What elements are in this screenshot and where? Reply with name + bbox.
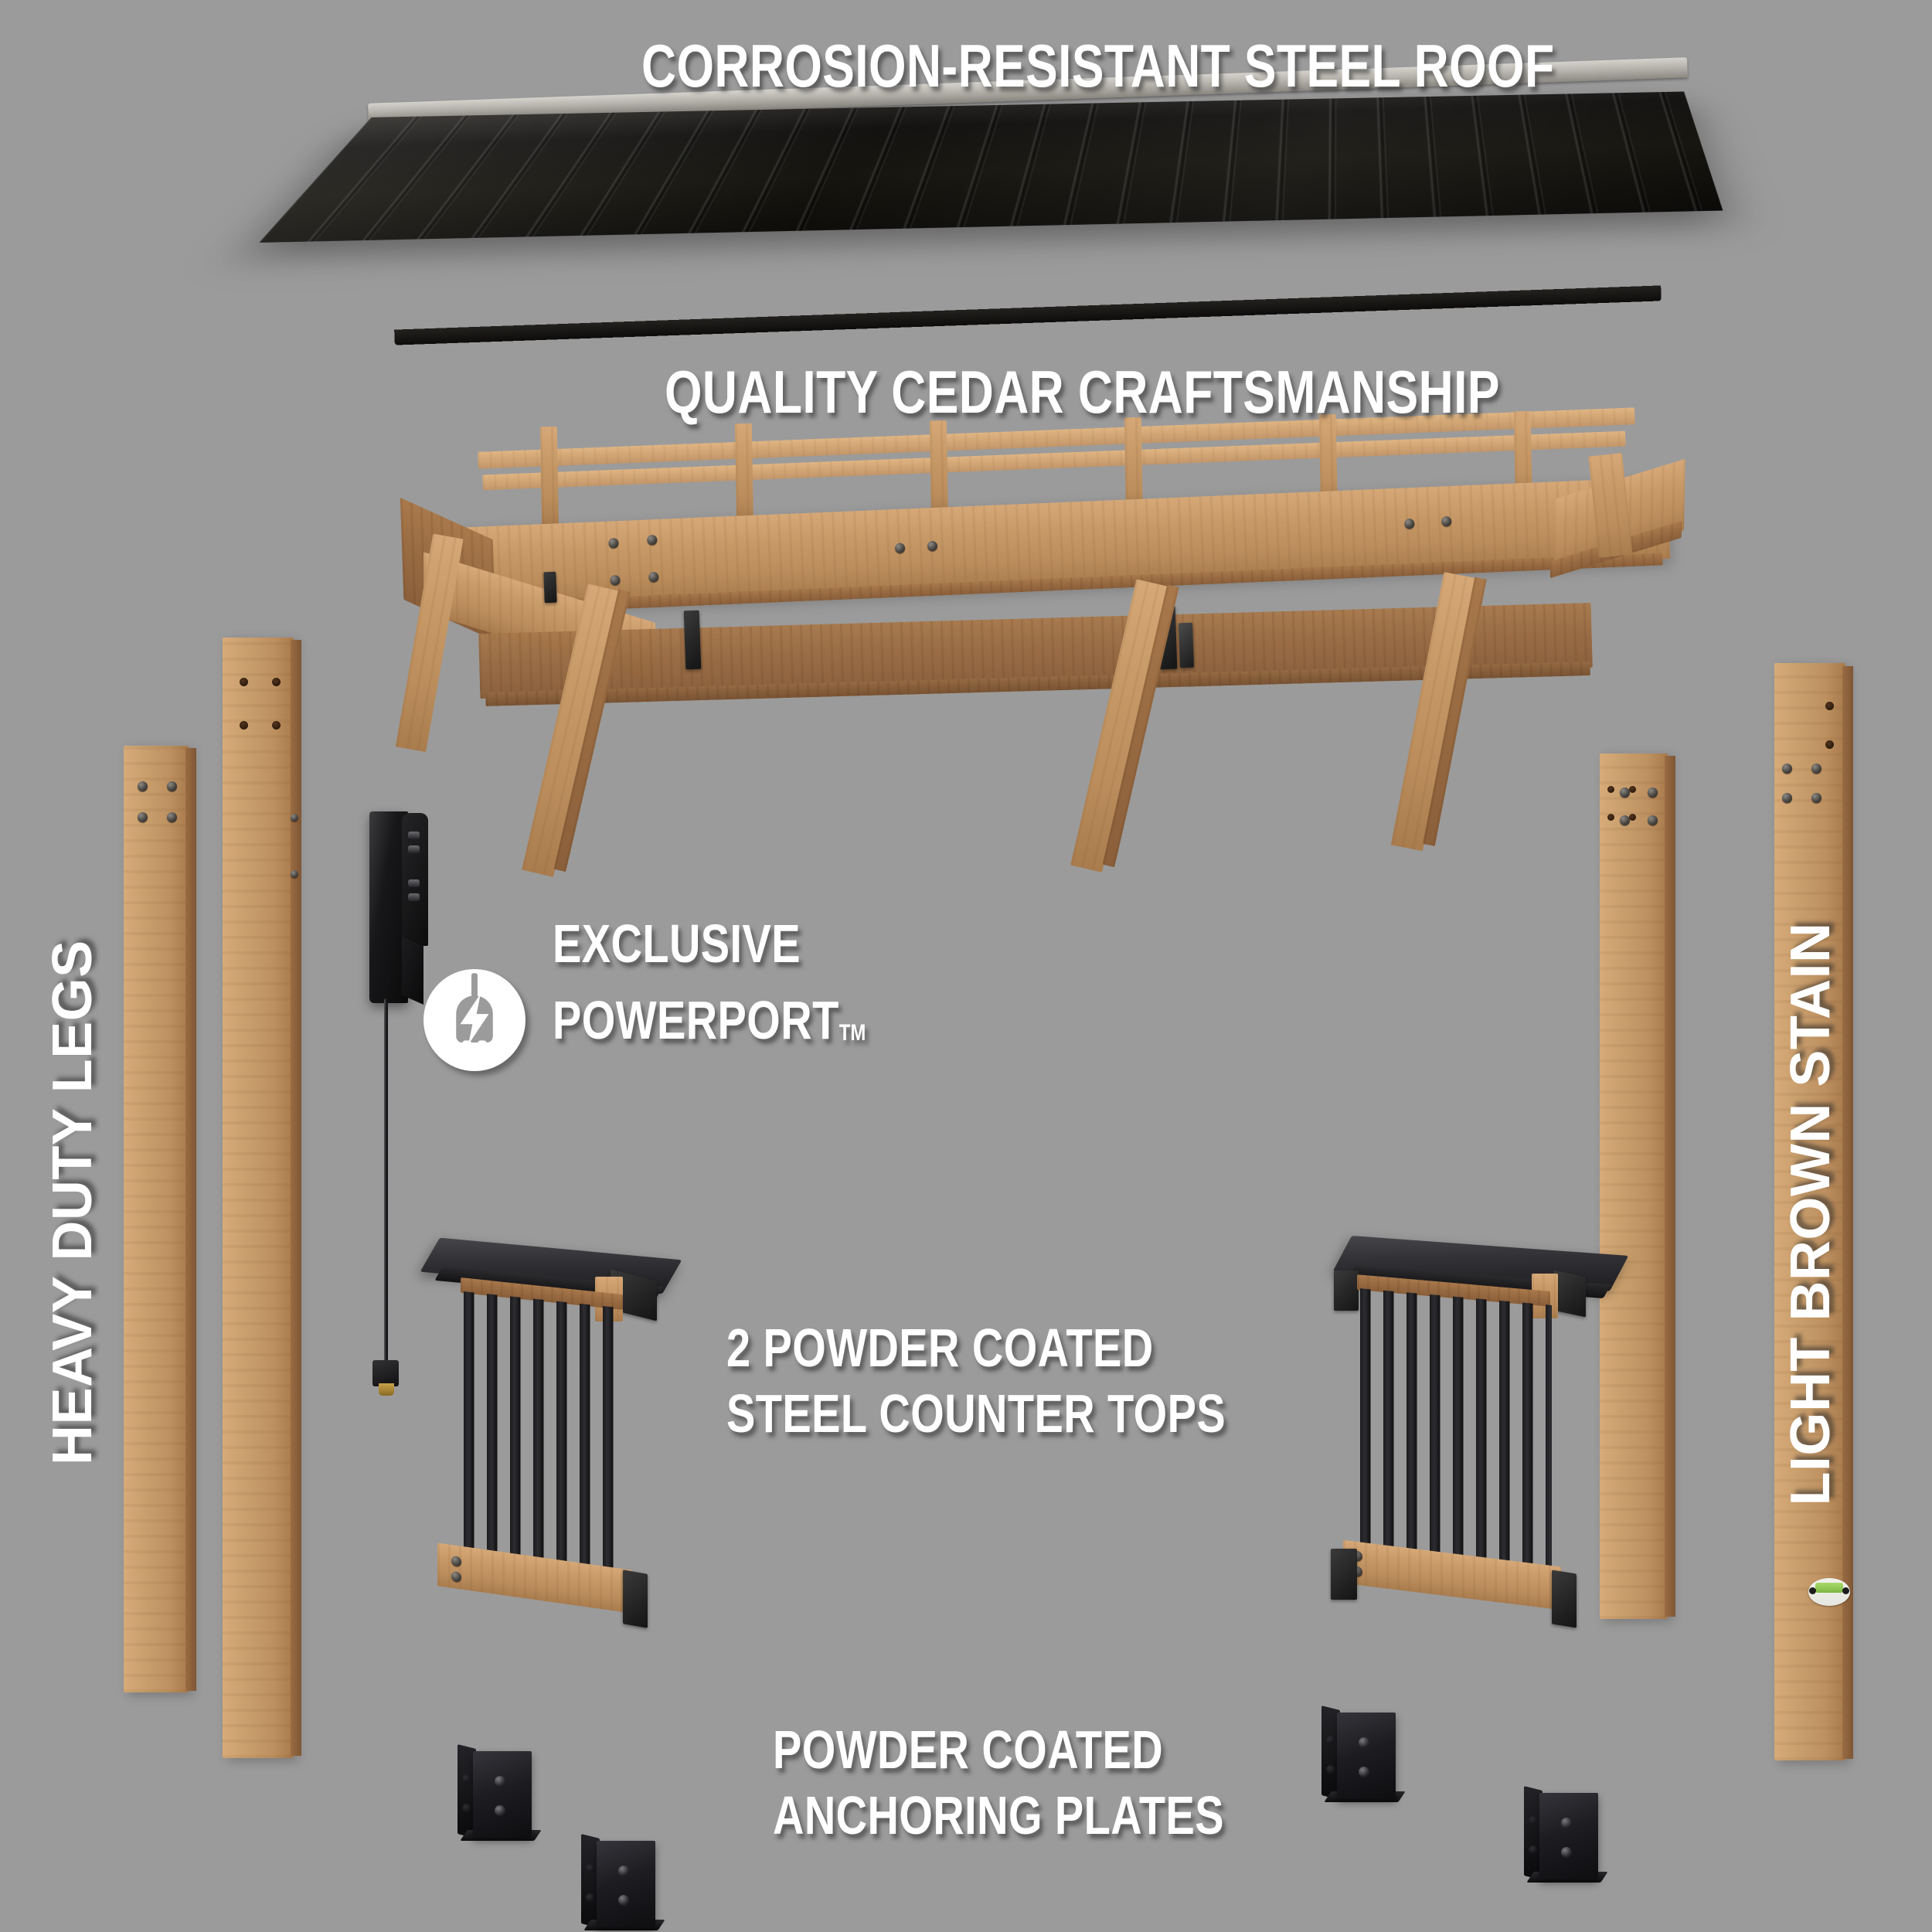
frame-joist-bracket <box>543 572 556 604</box>
roof-front-edge <box>394 285 1662 345</box>
label-cedar-craftsmanship: QUALITY CEDAR CRAFTSMANSHIP <box>665 357 1709 427</box>
counter-bottom-bracket <box>623 1570 648 1628</box>
label-light-brown-stain: LIGHT BROWN STAIN <box>1779 905 1842 1523</box>
counter-balusters <box>464 1291 624 1573</box>
counter-mount-bracket <box>1553 1270 1586 1318</box>
frame-rafter <box>540 427 559 529</box>
counter-balusters <box>1360 1288 1552 1573</box>
heavy-duty-leg-2-side <box>291 640 301 1756</box>
heavy-duty-leg-1-side <box>185 748 196 1691</box>
powerport-plug-prong <box>379 1383 394 1396</box>
frame-joist-bracket <box>684 611 702 670</box>
frame-joist-bracket <box>1179 623 1194 668</box>
sticker-dot-right <box>1842 1587 1849 1594</box>
counter-bottom-bracket <box>1552 1570 1577 1628</box>
powerport-plug <box>372 1360 399 1386</box>
counter-mount-bracket <box>1334 1270 1359 1311</box>
counter-bottom-bracket <box>1331 1549 1357 1600</box>
frame-rafter <box>735 423 753 527</box>
anchoring-plate <box>1524 1785 1598 1884</box>
heavy-duty-leg-3 <box>1600 753 1668 1619</box>
power-plug-bolt-icon <box>423 969 526 1071</box>
powerport-mount-foot <box>402 937 423 1005</box>
anchoring-plate <box>457 1743 532 1842</box>
label-exclusive-powerport: EXCLUSIVE POWERPORTTM <box>553 906 944 1060</box>
heavy-duty-leg-2 <box>223 638 294 1758</box>
sticker-dot-left <box>1809 1587 1816 1594</box>
label-anchoring-plates: POWDER COATED ANCHORING PLATES <box>773 1717 1337 1849</box>
label-heavy-duty-legs: HEAVY DUTY LEGS <box>41 971 104 1465</box>
powerport-faceplate <box>402 813 428 946</box>
powerport-cord <box>384 998 388 1369</box>
product-sticker <box>1808 1578 1850 1606</box>
heavy-duty-leg-3-side <box>1665 756 1675 1617</box>
heavy-duty-leg-1 <box>124 746 189 1692</box>
sticker-green-band <box>1815 1583 1843 1593</box>
label-steel-roof: CORROSION-RESISTANT STEEL ROOF <box>641 31 1783 101</box>
label-counter-tops: 2 POWDER COATED STEEL COUNTER TOPS <box>726 1315 1351 1447</box>
anchoring-plate <box>581 1833 655 1932</box>
